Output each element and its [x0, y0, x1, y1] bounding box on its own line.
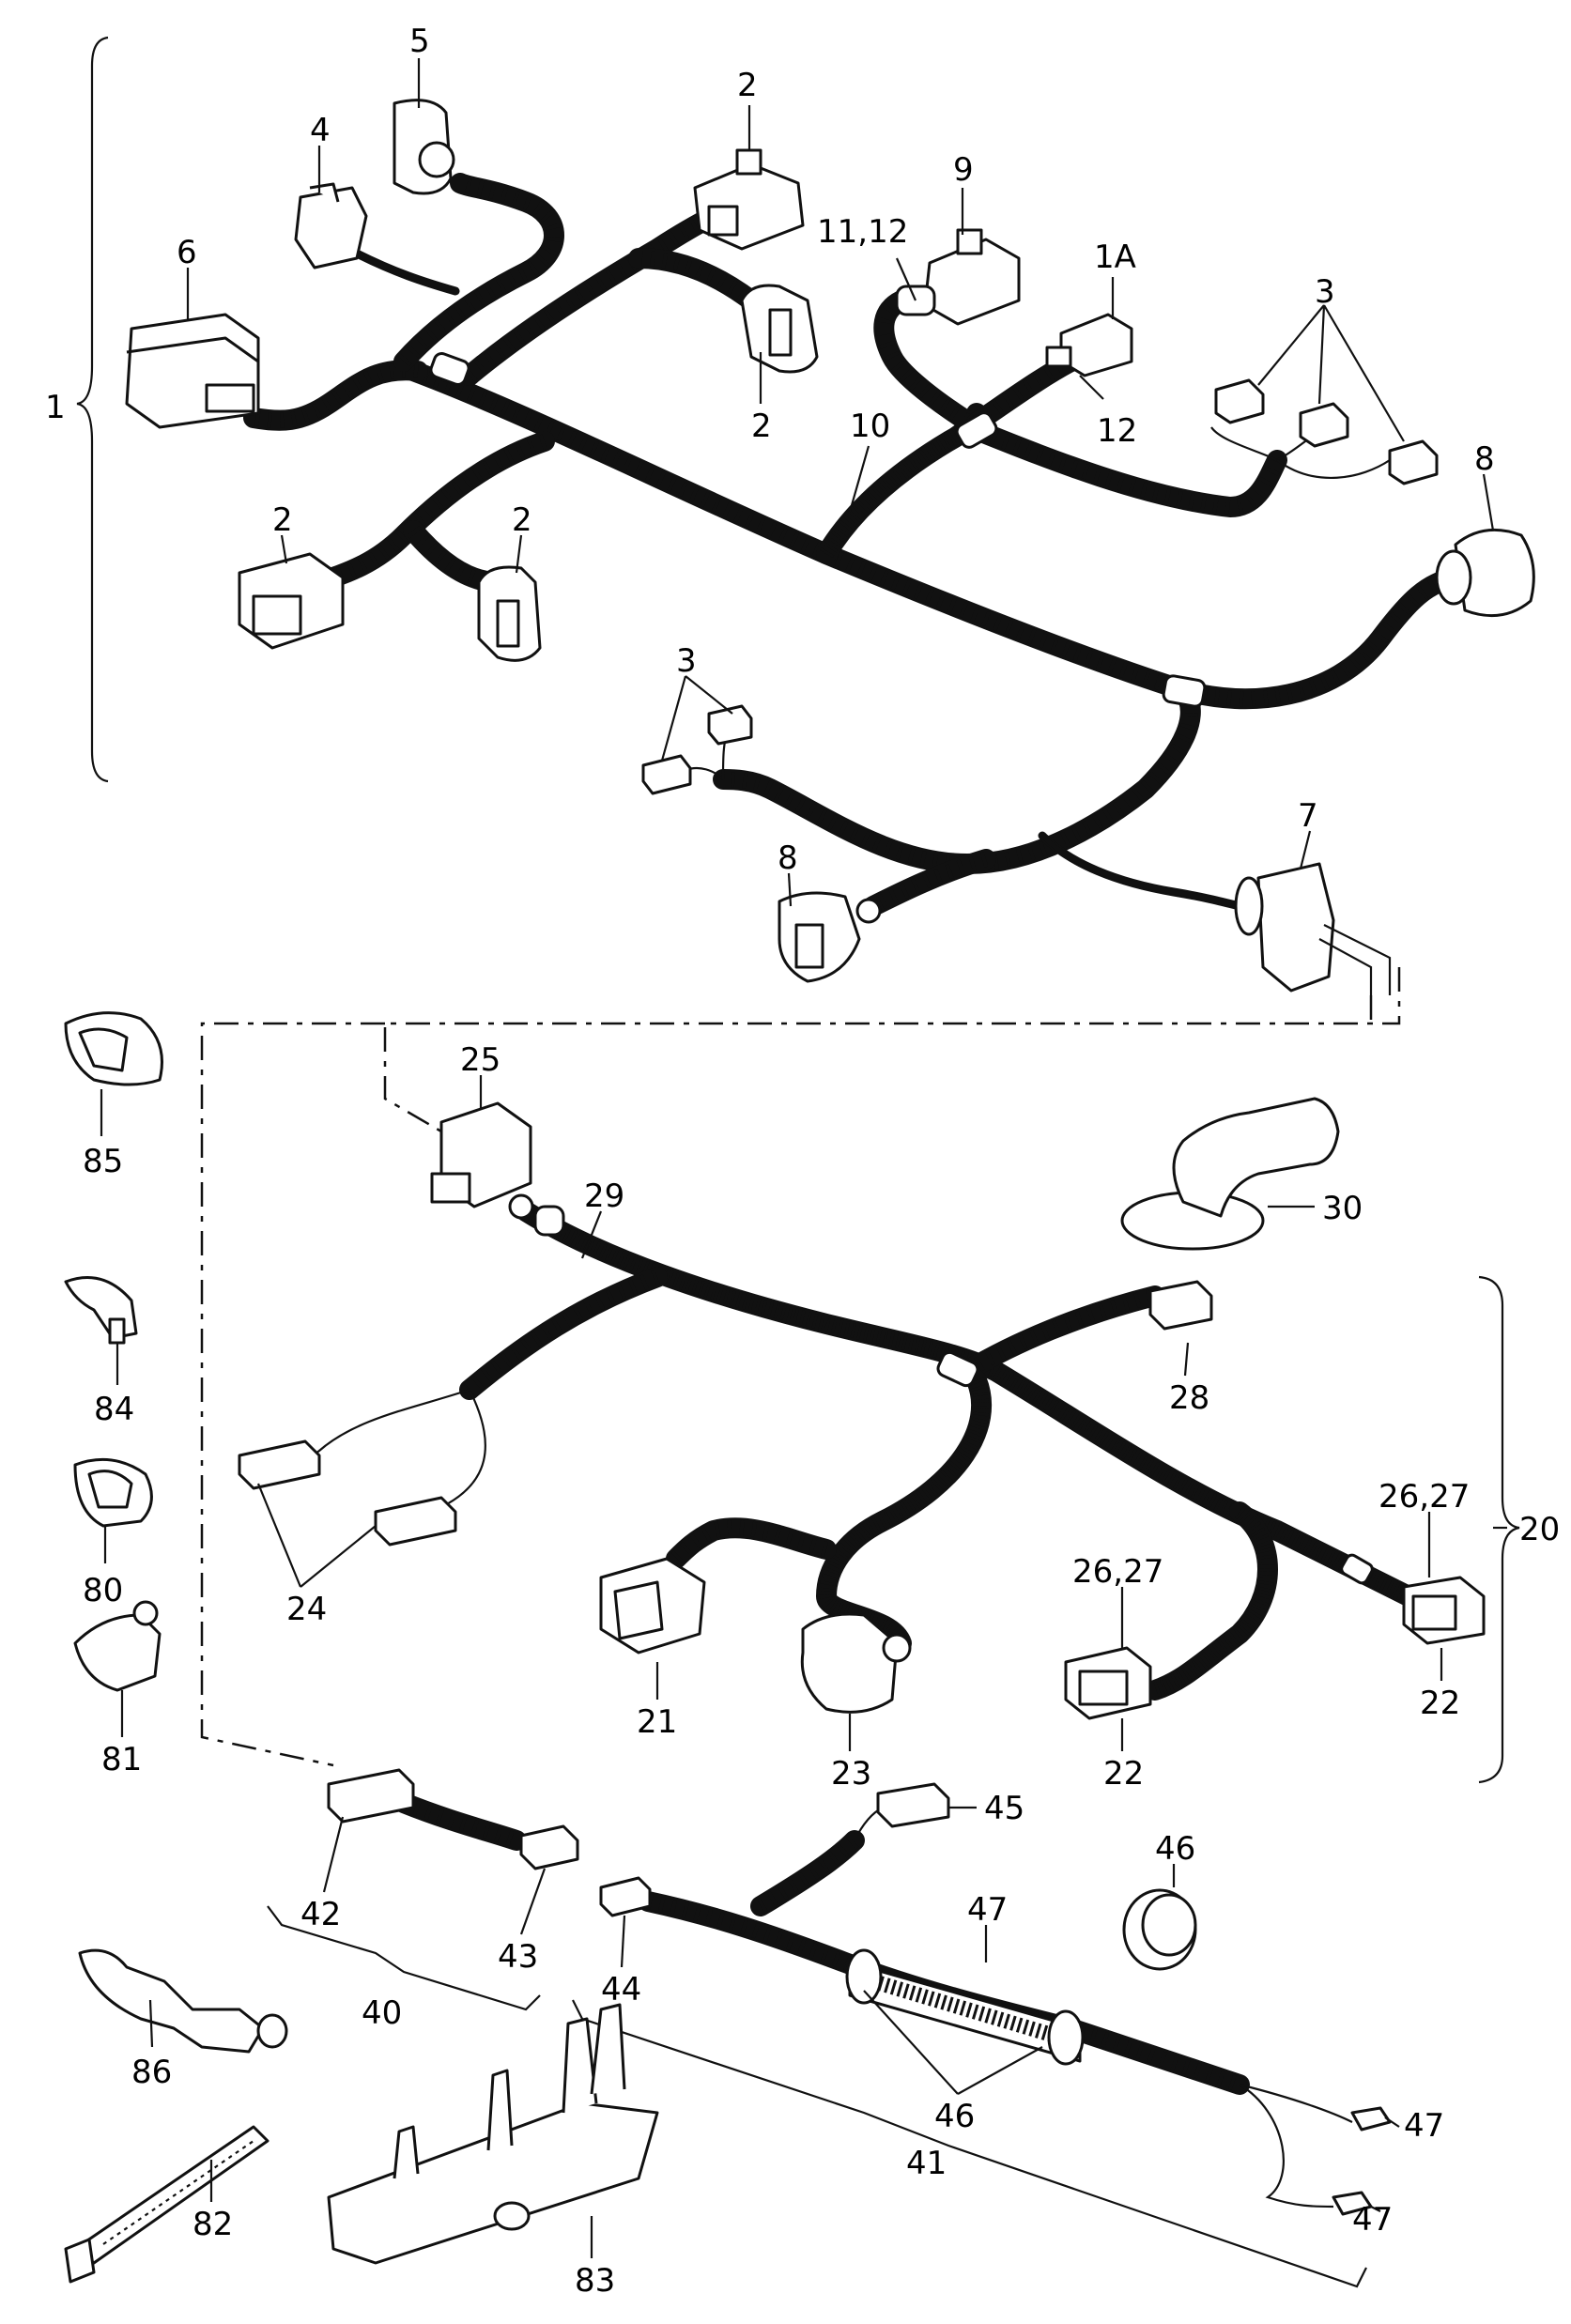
- callout-2-right: 2: [751, 408, 772, 445]
- connector-8-right: [1435, 528, 1535, 618]
- callout-22-left: 22: [1103, 1755, 1144, 1793]
- callout-43: 43: [498, 1938, 538, 1976]
- brace-20: [1478, 1275, 1520, 1784]
- connector-22-left: [1064, 1646, 1152, 1720]
- callout-23: 23: [831, 1755, 871, 1793]
- connection-line-7-to-25: [383, 967, 1401, 1133]
- terminals-47: [1332, 2106, 1392, 2216]
- switch-3-lower-group: [641, 704, 753, 795]
- callout-8-right: 8: [1474, 440, 1495, 478]
- connector-43: [519, 1824, 579, 1870]
- callout-29: 29: [584, 1177, 624, 1215]
- callout-83: 83: [575, 2262, 615, 2300]
- clip-80: [73, 1457, 153, 1528]
- callout-1a: 1A: [1094, 239, 1136, 276]
- callout-47-terminal-a: 47: [1404, 2107, 1444, 2145]
- harness-20: [238, 1097, 1520, 1784]
- callout-44: 44: [601, 1971, 641, 2008]
- connector-1a: [1045, 313, 1133, 377]
- connector-22-right: [1402, 1576, 1486, 1645]
- clip-86: [78, 1948, 288, 2054]
- callout-10: 10: [850, 408, 890, 445]
- callout-3-top: 3: [1315, 273, 1335, 311]
- grommet-30: [1120, 1097, 1340, 1251]
- callout-46-bellows: 46: [934, 2098, 975, 2135]
- harness-40-41: [267, 1768, 1392, 2288]
- callout-7: 7: [1298, 797, 1318, 835]
- callout-40: 40: [362, 1994, 402, 2032]
- harness-1: [76, 36, 1535, 995]
- callout-11-12: 11,12: [817, 213, 908, 251]
- connector-23: [800, 1612, 912, 1714]
- callout-2-lower-left: 2: [272, 501, 293, 539]
- loose-parts: [64, 1011, 659, 2284]
- callout-26-27-right: 26,27: [1378, 1478, 1470, 1516]
- connector-45: [876, 1782, 950, 1828]
- switch-3-top-group: [1214, 378, 1439, 485]
- callout-85: 85: [83, 1143, 123, 1180]
- callout-30: 30: [1322, 1190, 1363, 1227]
- brace-1: [76, 36, 109, 783]
- connector-9: [895, 228, 1021, 326]
- callout-82: 82: [193, 2206, 233, 2243]
- connector-6: [125, 313, 260, 429]
- bellows-47: [845, 1948, 1085, 2066]
- connector-2-lower-left: [238, 552, 345, 650]
- clip-84: [64, 1276, 138, 1345]
- callout-47-terminal-b: 47: [1352, 2201, 1393, 2239]
- callout-21: 21: [637, 1703, 677, 1741]
- callout-45: 45: [984, 1790, 1024, 1827]
- callout-3-lower: 3: [676, 642, 697, 680]
- connector-44: [599, 1876, 652, 1917]
- callout-labels: 1 1A 2 2 2 2 3 3 4 5 6 7 8 8 9 10 11,12 …: [45, 23, 1560, 2300]
- callout-25: 25: [460, 1041, 501, 1079]
- callout-1: 1: [45, 389, 66, 426]
- callout-4: 4: [310, 112, 331, 149]
- bracket-40: [267, 1905, 541, 2011]
- callout-41: 41: [906, 2145, 947, 2182]
- callout-84: 84: [94, 1391, 134, 1428]
- callout-2-top: 2: [737, 67, 758, 104]
- callout-26-27-left: 26,27: [1072, 1553, 1163, 1591]
- connector-2-top: [693, 148, 805, 251]
- connection-line-7-to-40: [200, 995, 1373, 1767]
- bracket-41: [572, 1999, 1367, 2288]
- connector-21: [599, 1557, 706, 1655]
- connector-2-lower-right: [477, 565, 542, 662]
- connector-8-lower: [778, 891, 882, 983]
- callout-42: 42: [300, 1896, 341, 1933]
- callout-28: 28: [1169, 1379, 1209, 1417]
- clip-81: [73, 1600, 162, 1692]
- callout-80: 80: [83, 1572, 123, 1609]
- grommet-46: [1122, 1888, 1197, 1971]
- callout-81: 81: [101, 1741, 142, 1778]
- callout-6: 6: [177, 234, 197, 271]
- leader-lines: [100, 58, 1507, 2258]
- clip-85: [64, 1011, 163, 1086]
- cable-tie-82: [64, 2125, 270, 2284]
- callout-20: 20: [1519, 1511, 1560, 1548]
- callout-24: 24: [286, 1591, 327, 1628]
- bracket-83: [327, 2003, 659, 2265]
- callout-5: 5: [409, 23, 430, 60]
- connector-5: [393, 99, 455, 195]
- connector-25: [430, 1101, 534, 1220]
- connector-28: [1148, 1280, 1213, 1331]
- callout-8-lower: 8: [778, 839, 798, 877]
- connector-7: [1234, 862, 1392, 995]
- callout-86: 86: [131, 2054, 172, 2091]
- connector-4: [294, 182, 368, 269]
- callout-12: 12: [1097, 412, 1137, 450]
- callout-2-lower-right: 2: [512, 501, 532, 539]
- connector-2-right: [740, 284, 819, 374]
- callout-47-bellows: 47: [967, 1891, 1008, 1929]
- callout-46-grommet: 46: [1155, 1830, 1195, 1868]
- callout-9: 9: [953, 151, 974, 189]
- callout-22-right: 22: [1420, 1685, 1460, 1722]
- connector-42: [327, 1768, 415, 1824]
- connector-24-group: [238, 1439, 457, 1547]
